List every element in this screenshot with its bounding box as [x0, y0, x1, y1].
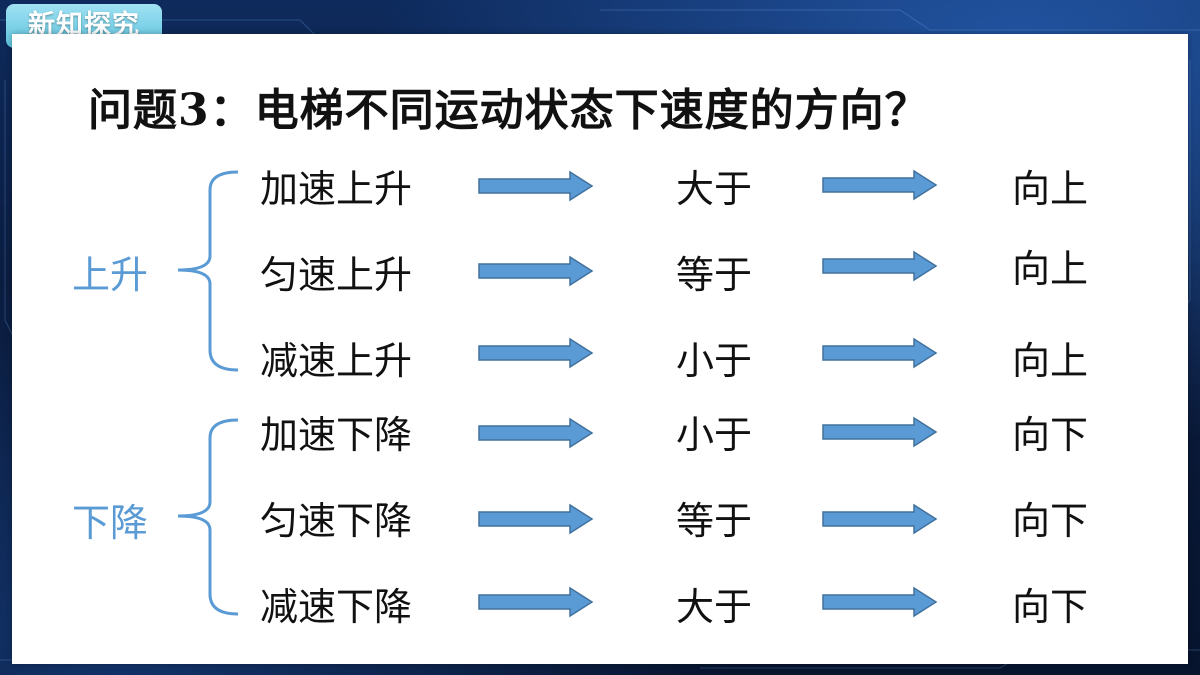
- state-cell: 加速下降: [260, 413, 413, 457]
- direction-cell: 向下: [1012, 499, 1089, 543]
- state-cell: 匀速上升: [260, 253, 413, 297]
- compare-cell: 大于: [676, 585, 753, 629]
- right-arrow-icon: [478, 503, 594, 535]
- direction-cell: 向上: [1012, 339, 1089, 383]
- direction-cell: 向下: [1012, 585, 1089, 629]
- state-cell: 减速下降: [260, 585, 413, 629]
- state-cell: 加速上升: [260, 167, 413, 211]
- compare-cell: 大于: [676, 167, 753, 211]
- right-arrow-icon: [478, 586, 594, 618]
- brace-ascend: [177, 170, 239, 372]
- group-label-descend: 下降: [72, 501, 149, 545]
- compare-cell: 等于: [676, 253, 753, 297]
- brace-descend: [177, 418, 239, 616]
- compare-cell: 等于: [676, 499, 753, 543]
- right-arrow-icon: [822, 586, 938, 618]
- direction-cell: 向下: [1012, 413, 1089, 457]
- right-arrow-icon: [822, 337, 938, 369]
- right-arrow-icon: [822, 416, 938, 448]
- state-cell: 减速上升: [260, 339, 413, 383]
- right-arrow-icon: [478, 337, 594, 369]
- right-arrow-icon: [822, 250, 938, 282]
- right-arrow-icon: [478, 255, 594, 287]
- compare-cell: 小于: [676, 339, 753, 383]
- direction-cell: 向上: [1012, 167, 1089, 211]
- right-arrow-icon: [822, 169, 938, 201]
- question-title: 问题3：电梯不同运动状态下速度的方向？: [88, 85, 930, 136]
- content-card: [12, 34, 1188, 664]
- compare-cell: 小于: [676, 413, 753, 457]
- right-arrow-icon: [822, 503, 938, 535]
- state-cell: 匀速下降: [260, 499, 413, 543]
- direction-cell: 向上: [1012, 247, 1089, 291]
- right-arrow-icon: [478, 170, 594, 202]
- right-arrow-icon: [478, 417, 594, 449]
- group-label-ascend: 上升: [72, 253, 149, 297]
